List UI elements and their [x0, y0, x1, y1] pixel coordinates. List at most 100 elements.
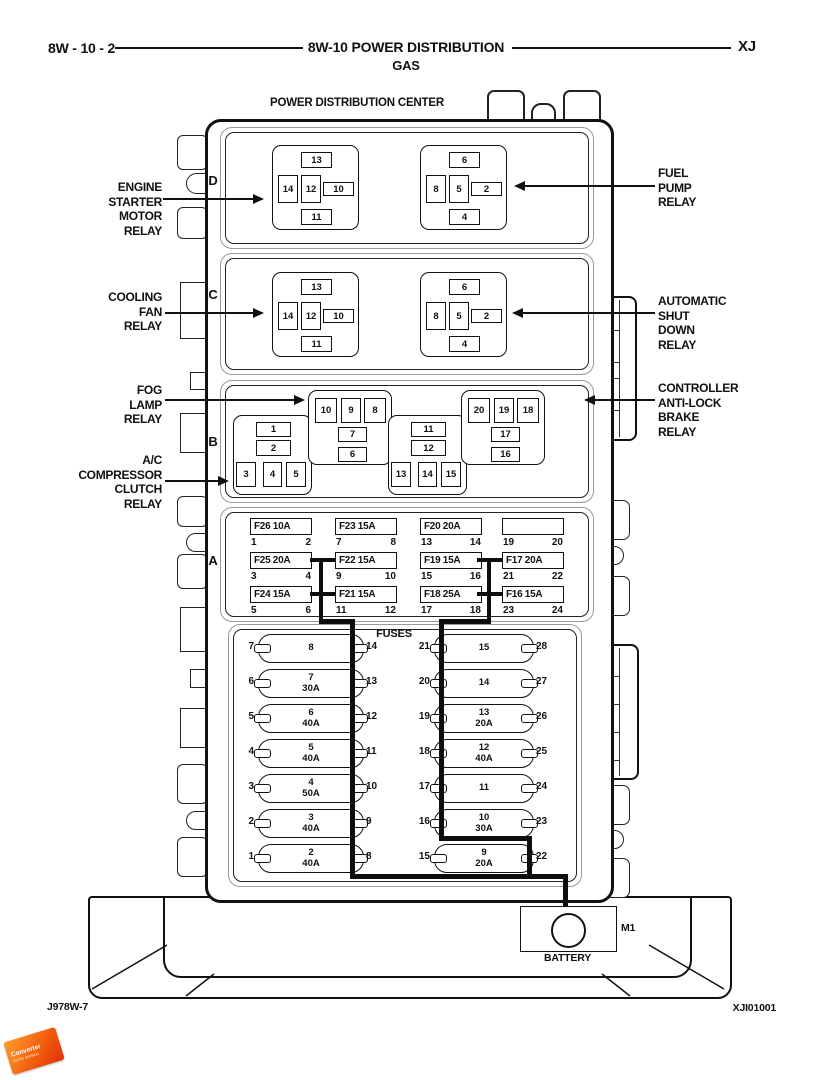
fuse-number: 2 — [308, 847, 314, 858]
connector-tab — [177, 554, 208, 589]
fuse-amp: 40A — [475, 752, 493, 764]
pdc-box — [205, 119, 614, 903]
label-line: COMPRESSOR — [78, 467, 162, 482]
label-line: STARTER — [108, 194, 162, 209]
label-cab-relay: CONTROLLER ANTI-LOCK BRAKE RELAY — [658, 381, 739, 439]
relay-pin: 14 — [278, 302, 298, 330]
relay-pin: 4 — [449, 336, 480, 352]
relay-fuel-pump: 6 8 5 2 4 — [420, 145, 507, 230]
callout-line — [523, 312, 655, 314]
label-line: AUTOMATIC — [658, 294, 727, 308]
relay-pin: 9 — [341, 398, 361, 423]
maxi-fuse: 20 14 27 — [412, 669, 554, 698]
pin-number: 17 — [418, 781, 430, 792]
pin-number: 8 — [390, 537, 396, 548]
fuse-amp: 20A — [475, 857, 493, 869]
mini-fuse-label: F20 20A — [420, 518, 482, 535]
pin-number: 24 — [536, 781, 548, 792]
pin-number: 16 — [418, 816, 430, 827]
pin-number: 19 — [418, 711, 430, 722]
label-line: FUEL — [658, 166, 689, 180]
arrow-right-icon — [253, 194, 264, 204]
relay-cooling-fan: 13 14 12 10 11 — [272, 272, 359, 357]
fuse-clip — [254, 854, 271, 863]
relay-pin: 18 — [517, 398, 539, 423]
section-d-panel — [220, 127, 594, 249]
pin-number: 9 — [366, 816, 372, 827]
pin-number: 12 — [366, 711, 378, 722]
fuse-amp: 40A — [302, 822, 320, 834]
fuse-number: 5 — [308, 742, 314, 753]
fuses-title: FUSES — [376, 628, 412, 640]
relay-pin: 10 — [315, 398, 337, 423]
connector-tab — [177, 764, 208, 804]
pin-number: 22 — [551, 571, 563, 582]
relay-pin: 12 — [411, 440, 446, 456]
pin-number: 4 — [305, 571, 311, 582]
relay-pin: 16 — [491, 447, 520, 462]
relay-pin: 11 — [301, 209, 332, 225]
maxi-fuse-body: 11 — [434, 774, 534, 803]
fuse-clip — [430, 679, 447, 688]
maxi-fuse-body: 14 — [434, 669, 534, 698]
wire-segment — [350, 619, 355, 879]
fuse-number: 9 — [481, 847, 487, 858]
relay-pin: 20 — [468, 398, 490, 423]
pin-number: 28 — [536, 641, 548, 652]
wire-segment — [439, 619, 444, 840]
connector-tab — [177, 207, 208, 239]
wire-segment — [319, 619, 355, 624]
label-line: ENGINE — [117, 180, 163, 194]
fuse-clip — [430, 854, 447, 863]
pin-number: 3 — [251, 571, 257, 582]
battery-terminal-label: M1 — [621, 922, 636, 934]
section-b-panel-inner — [225, 385, 589, 498]
fuse-amp: 40A — [302, 717, 320, 729]
connector-tab — [563, 90, 601, 124]
connector-tab — [180, 413, 208, 453]
relay-pin: 2 — [256, 440, 291, 456]
maxi-fuse: 17 11 24 — [412, 774, 554, 803]
footer-drawing-number: J978W-7 — [47, 1001, 88, 1013]
connector-tab — [177, 135, 208, 170]
wire-segment — [310, 592, 336, 596]
callout-line — [525, 185, 655, 187]
label-line: BRAKE — [658, 410, 700, 425]
header-rule-left — [115, 47, 303, 49]
fuse-panel-inner — [233, 629, 577, 882]
header-title: 8W-10 POWER DISTRIBUTION — [307, 39, 505, 55]
section-letter-c: C — [208, 287, 218, 302]
wire-segment — [563, 874, 568, 918]
fuse-clip — [430, 644, 447, 653]
relay-pin: 14 — [418, 462, 437, 487]
relay-pin: 11 — [301, 336, 332, 352]
label-line: LAMP — [129, 397, 162, 412]
pin-number: 1 — [251, 537, 257, 548]
pin-number: 7 — [336, 537, 342, 548]
fuse-clip — [254, 749, 271, 758]
arrow-right-icon — [294, 395, 305, 405]
footer-figure-id: XJI01001 — [732, 1002, 777, 1014]
fuse-number: 3 — [308, 812, 314, 823]
diagram-title: POWER DISTRIBUTION CENTER — [270, 97, 444, 109]
fuse-clip — [254, 819, 271, 828]
relay-pin: 2 — [471, 182, 502, 196]
connector-tab — [180, 607, 208, 652]
wire-segment — [310, 558, 336, 562]
section-letter-b: B — [208, 434, 218, 449]
vehicle-code: XJ — [738, 38, 756, 55]
relay-pin: 12 — [301, 175, 321, 203]
